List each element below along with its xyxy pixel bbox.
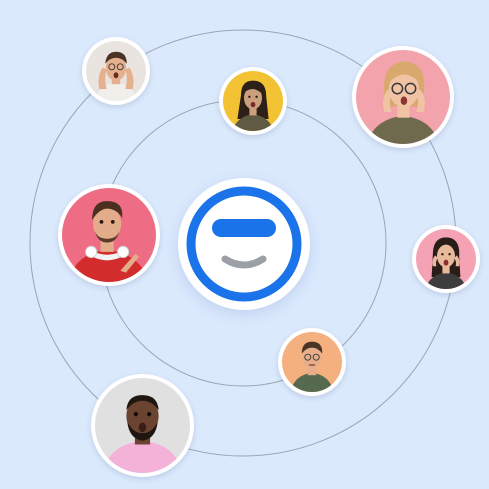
person-photo-icon <box>95 378 190 473</box>
person-photo-icon <box>86 41 146 101</box>
brand-logo-badge <box>178 178 310 310</box>
avatar-shocked-man-beard <box>91 374 194 477</box>
avatar-surprised-woman-pink <box>412 225 480 293</box>
avatar-surprised-man <box>82 37 150 105</box>
person-photo-icon <box>223 71 283 131</box>
avatar-man-headphones <box>58 184 160 286</box>
person-photo-icon <box>416 229 476 289</box>
avatar-surprised-woman-yellow <box>219 67 287 135</box>
person-photo-icon <box>356 50 450 144</box>
person-photo-icon <box>282 332 342 392</box>
avatar-shocked-woman-glasses <box>352 46 454 148</box>
avatar-man-glasses <box>278 328 346 396</box>
smiley-logo-icon <box>186 186 302 302</box>
person-photo-icon <box>62 188 156 282</box>
